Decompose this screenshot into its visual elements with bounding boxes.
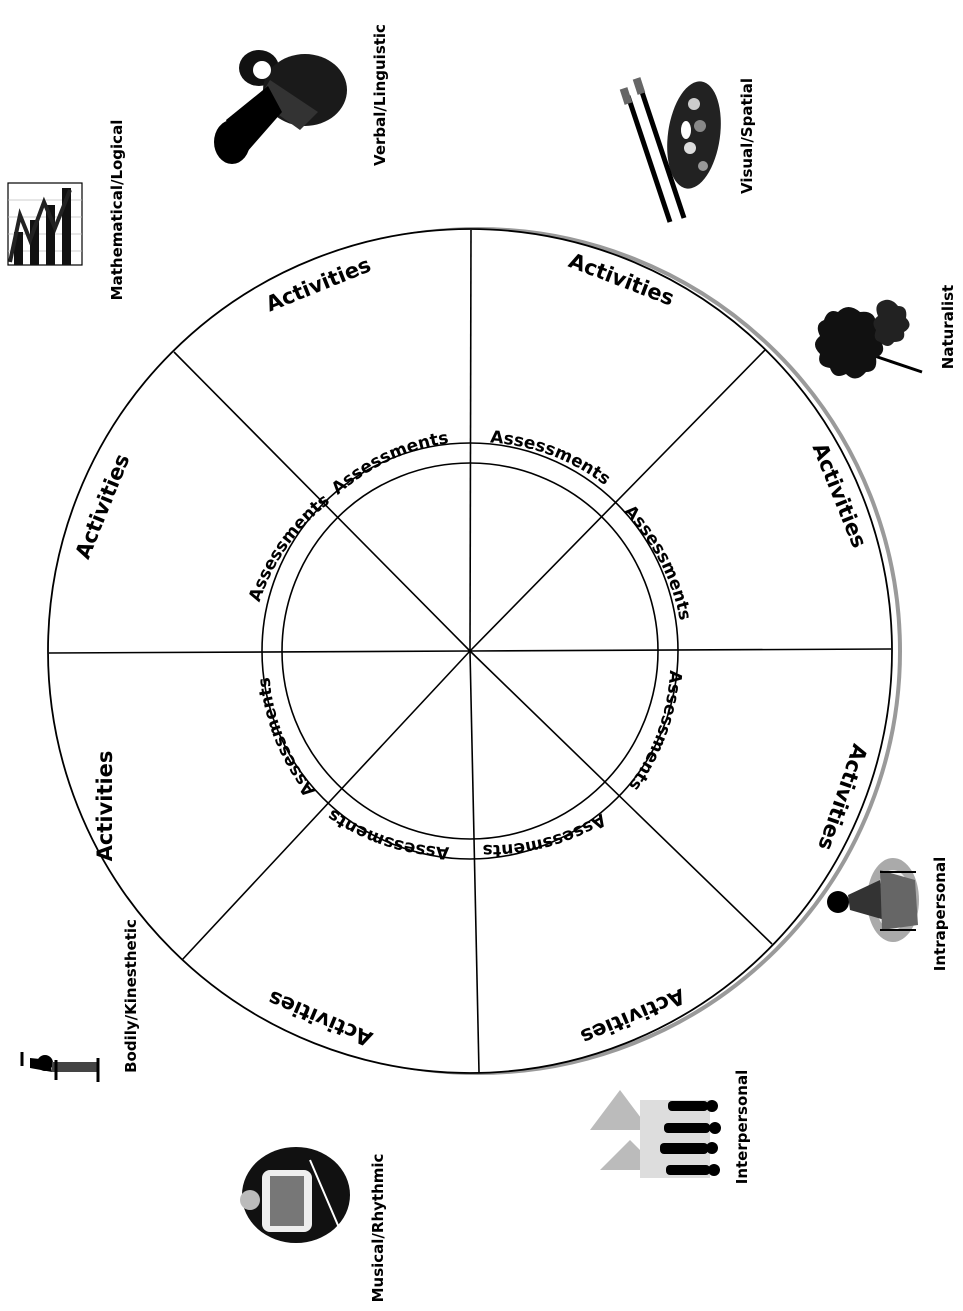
stretching-person-icon <box>22 1052 98 1082</box>
intelligence-label-naturalist: Naturalist <box>939 285 957 369</box>
drummer-icon <box>240 1147 350 1243</box>
bar-chart-icon <box>8 183 82 265</box>
group-of-people-icon <box>590 1090 721 1178</box>
intelligence-label-interpersonal: Interpersonal <box>733 1070 751 1185</box>
paint-palette-icon <box>620 77 728 222</box>
intelligence-label-verbal: Verbal/Linguistic <box>371 24 389 166</box>
intelligence-label-musical: Musical/Rhythmic <box>369 1154 387 1303</box>
divider-line <box>470 230 471 651</box>
intelligence-label-mathematical: Mathematical/Logical <box>108 120 126 301</box>
megaphone-person-icon <box>214 50 347 164</box>
intelligence-label-bodily: Bodily/Kinesthetic <box>122 919 140 1073</box>
meditating-person-icon <box>827 858 919 942</box>
activities-label: Activities <box>93 751 117 862</box>
intelligence-label-visual: Visual/Spatial <box>738 78 756 194</box>
intelligence-label-intrapersonal: Intrapersonal <box>931 857 949 971</box>
oak-leaf-icon <box>815 300 922 379</box>
